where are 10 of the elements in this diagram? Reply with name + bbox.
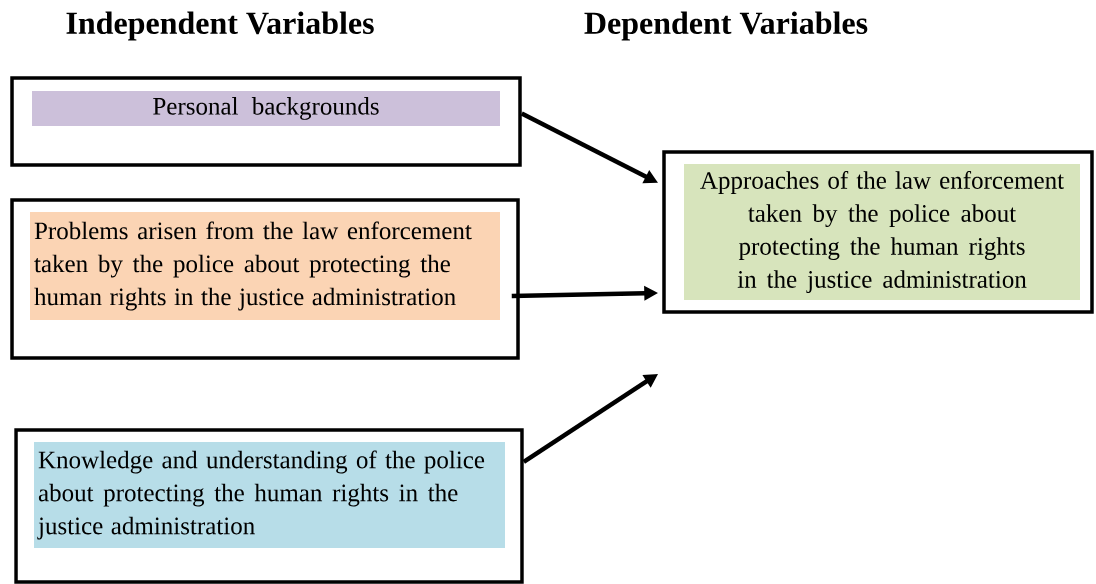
text-box: Problems arisen from the law enforcement taken by the police about protecting the human rights in the justice administration [30,212,500,320]
variable-box [10,198,520,360]
variable-box [10,76,522,167]
text-box: Personal backgrounds [32,91,500,126]
text-box: Knowledge and understanding of the police about protecting the human rights in the justice administration [34,442,505,548]
variable-box [14,428,524,584]
text-box: Approaches of the law enforcement taken by the police about protecting the human rights in the justice administration [684,164,1080,300]
heading: Dependent Variables [584,11,868,41]
variable-box [662,150,1094,314]
heading: Independent Variables [66,11,374,41]
